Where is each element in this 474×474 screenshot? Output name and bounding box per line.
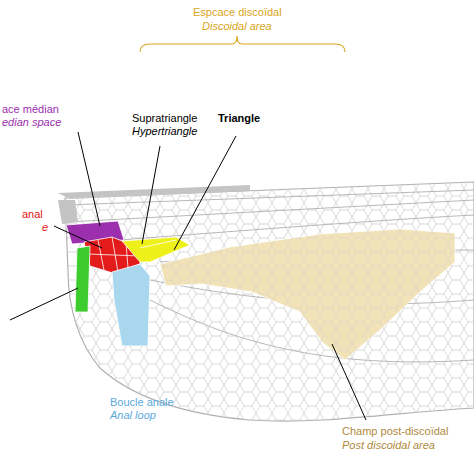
discoidal-bracket [140, 36, 345, 52]
part-label: e [42, 221, 48, 234]
part-label: Boucle anale [110, 396, 174, 409]
part-label: Supratriangle [132, 112, 197, 125]
leader-line [142, 146, 160, 244]
leader-line [54, 226, 102, 248]
costa-vein [58, 185, 250, 199]
post-discoidal-cells [160, 229, 455, 360]
base-vein [58, 200, 78, 224]
part-label: Espcace discoïdal [193, 6, 282, 19]
part-label: ace médian [2, 103, 59, 116]
leader-line [10, 288, 78, 320]
wing-veins [60, 180, 474, 430]
part-label: Anal loop [110, 409, 156, 422]
part-label: Discoidal area [202, 20, 272, 33]
part-label: edian space [2, 116, 61, 129]
leader-line [332, 344, 366, 420]
triangle-divider [140, 240, 176, 248]
part-label: Post discoidal area [342, 439, 435, 452]
part-label: Hypertriangle [132, 125, 197, 138]
part-label: Champ post-discoïdal [342, 425, 448, 438]
part-label: Triangle [218, 112, 260, 125]
green-region [75, 246, 90, 312]
triangle-region [122, 237, 190, 262]
post-discoidal-region [160, 229, 455, 360]
leader-line [78, 132, 100, 226]
leader-line [174, 136, 236, 250]
part-label: anal [22, 208, 43, 221]
anal-loop-region [112, 264, 150, 346]
